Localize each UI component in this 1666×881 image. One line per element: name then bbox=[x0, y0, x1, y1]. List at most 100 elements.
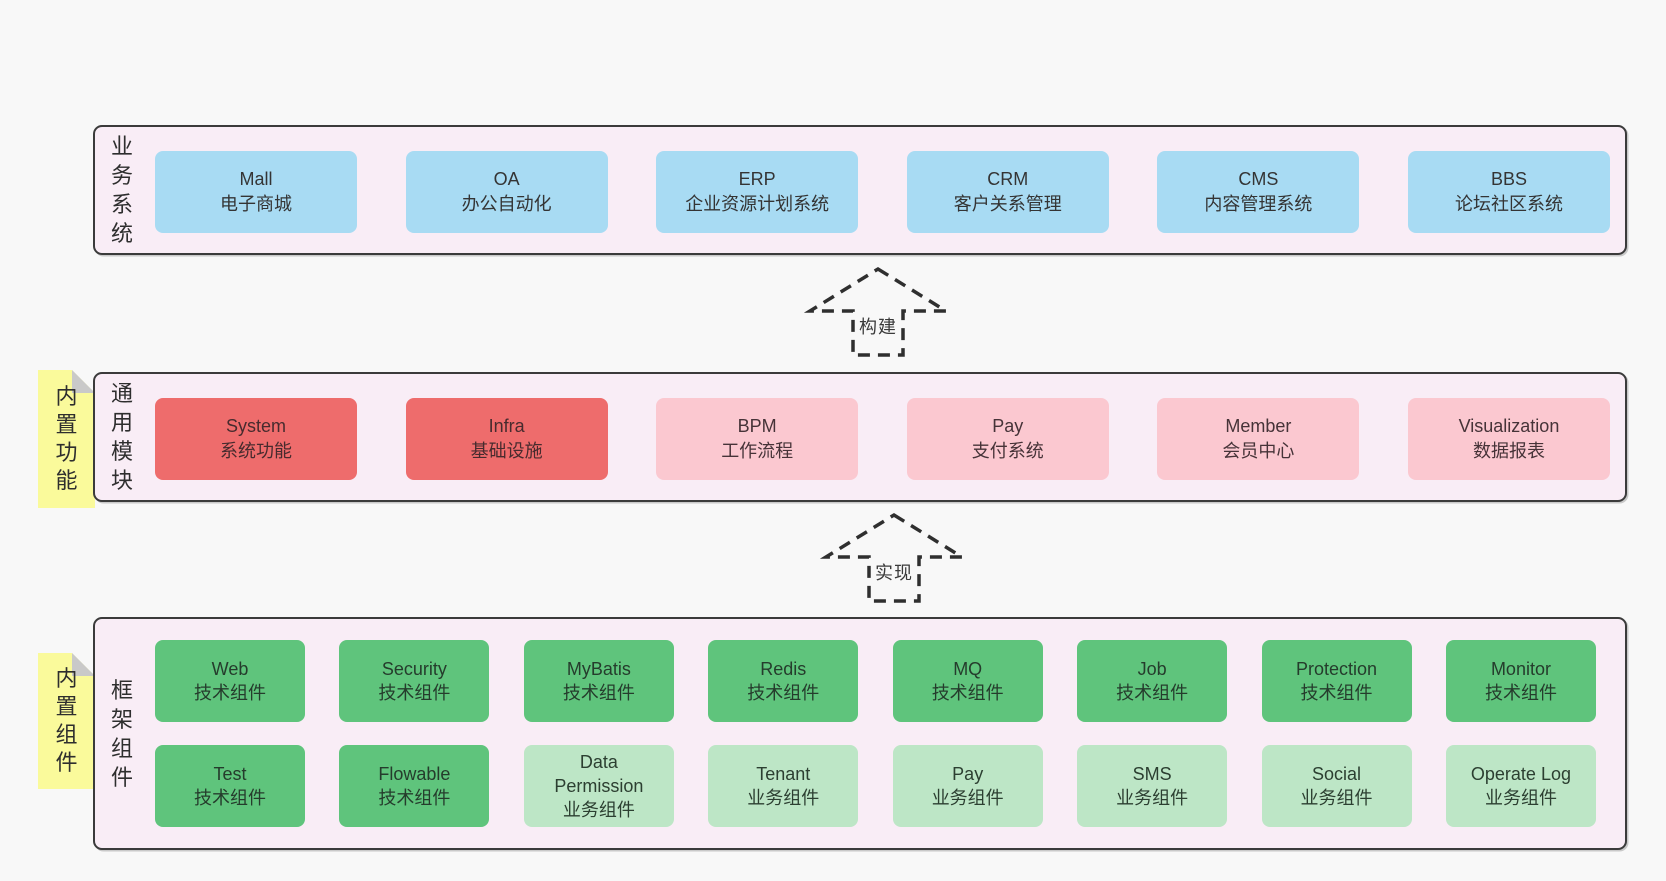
component-desc: 电子商城 bbox=[220, 194, 292, 214]
component-name: OA bbox=[493, 169, 520, 189]
band-modules-label-text: 通用模块 bbox=[110, 381, 133, 493]
component-desc: 系统功能 bbox=[220, 441, 292, 461]
dashed-up-arrow-icon bbox=[819, 512, 969, 603]
component-name: Mall bbox=[239, 169, 273, 189]
component-desc: 客户关系管理 bbox=[953, 194, 1062, 214]
implement-arrow-label: 实现 bbox=[875, 563, 913, 583]
component-desc: 业务组件 bbox=[747, 788, 820, 808]
component-name: Flowable bbox=[378, 764, 451, 784]
component-desc: 技术组件 bbox=[1484, 683, 1557, 703]
band-business-label: 业务系统 bbox=[108, 127, 136, 253]
component-box-social: Social 业务组件 bbox=[1261, 745, 1412, 827]
component-desc: 内容管理系统 bbox=[1204, 194, 1313, 214]
component-name: Infra bbox=[488, 416, 525, 436]
component-desc: 业务组件 bbox=[1300, 788, 1373, 808]
component-desc: 业务组件 bbox=[1484, 788, 1557, 808]
component-name: ERP bbox=[738, 169, 776, 189]
band-framework-label: 框架组件 bbox=[108, 619, 136, 848]
component-desc: 数据报表 bbox=[1472, 441, 1545, 461]
component-box-bbs: BBS 论坛社区系统 bbox=[1407, 151, 1610, 233]
component-box-crm: CRM 客户关系管理 bbox=[906, 151, 1109, 233]
component-desc: 会员中心 bbox=[1222, 441, 1295, 461]
component-box-pay: Pay 业务组件 bbox=[892, 745, 1043, 827]
component-name: Pay bbox=[952, 764, 984, 784]
component-desc: 论坛社区系统 bbox=[1454, 194, 1563, 214]
component-desc: 支付系统 bbox=[971, 441, 1044, 461]
component-desc: 工作流程 bbox=[721, 441, 794, 461]
component-desc: 业务组件 bbox=[562, 800, 635, 820]
component-box-mq: MQ 技术组件 bbox=[892, 640, 1043, 722]
component-name: CRM bbox=[987, 169, 1029, 189]
band-business-label-text: 业务系统 bbox=[110, 134, 133, 246]
component-desc: 技术组件 bbox=[931, 683, 1004, 703]
implement-arrow: 实现 bbox=[819, 512, 969, 604]
component-box-oa: OA 办公自动化 bbox=[405, 151, 608, 233]
component-name: Data Permission bbox=[554, 752, 644, 796]
component-box-flowable: Flowable 技术组件 bbox=[339, 745, 490, 827]
component-box-bpm: BPM 工作流程 bbox=[656, 398, 859, 480]
component-desc: 技术组件 bbox=[1116, 683, 1189, 703]
component-box-operate-log: Operate Log 业务组件 bbox=[1445, 745, 1596, 827]
component-box-job: Job 技术组件 bbox=[1077, 640, 1228, 722]
component-box-monitor: Monitor 技术组件 bbox=[1445, 640, 1596, 722]
dashed-up-arrow-icon bbox=[803, 266, 953, 357]
component-name: Job bbox=[1137, 659, 1167, 679]
component-name: Visualization bbox=[1458, 416, 1560, 436]
band-business-systems: 业务系统 Mall 电子商城 OA 办公自动化 ERP 企业资源计划系统 CRM 客户关系管理… bbox=[93, 125, 1627, 255]
component-name: Social bbox=[1312, 764, 1362, 784]
component-box-pay: Pay 支付系统 bbox=[906, 398, 1109, 480]
build-arrow: 构建 bbox=[803, 266, 953, 358]
component-name: SMS bbox=[1132, 764, 1172, 784]
component-box-mybatis: MyBatis 技术组件 bbox=[523, 640, 674, 722]
component-desc: 技术组件 bbox=[747, 683, 820, 703]
component-name: BBS bbox=[1490, 169, 1527, 189]
component-name: Pay bbox=[992, 416, 1024, 436]
component-box-test: Test 技术组件 bbox=[155, 745, 305, 827]
sticky-note-built-in-components: 内置组件 bbox=[38, 653, 95, 789]
build-arrow-label: 构建 bbox=[859, 317, 897, 337]
component-desc: 技术组件 bbox=[194, 683, 266, 703]
band-modules-label: 通用模块 bbox=[108, 374, 136, 500]
sticky-note-label: 内置功能 bbox=[55, 384, 78, 493]
component-name: Protection bbox=[1296, 659, 1378, 679]
component-box-mall: Mall 电子商城 bbox=[155, 151, 357, 233]
component-box-erp: ERP 企业资源计划系统 bbox=[656, 151, 859, 233]
band-framework-label-text: 框架组件 bbox=[110, 677, 133, 790]
component-box-redis: Redis 技术组件 bbox=[708, 640, 859, 722]
component-name: Security bbox=[381, 659, 447, 679]
component-name: MyBatis bbox=[566, 659, 631, 679]
sticky-note-text-wrap: 内置功能 bbox=[38, 370, 95, 508]
component-desc: 技术组件 bbox=[378, 788, 451, 808]
component-name: BPM bbox=[737, 416, 777, 436]
component-desc: 办公自动化 bbox=[461, 194, 552, 214]
component-name: CMS bbox=[1238, 169, 1279, 189]
component-name: MQ bbox=[953, 659, 983, 679]
component-name: Monitor bbox=[1490, 659, 1551, 679]
component-name: System bbox=[225, 416, 286, 436]
component-box-visualization: Visualization 数据报表 bbox=[1407, 398, 1610, 480]
component-desc: 技术组件 bbox=[562, 683, 635, 703]
sticky-note-label: 内置组件 bbox=[55, 666, 78, 775]
component-desc: 企业资源计划系统 bbox=[685, 194, 830, 214]
component-name: Test bbox=[213, 764, 247, 784]
component-desc: 技术组件 bbox=[194, 788, 266, 808]
sticky-note-paper bbox=[38, 370, 95, 508]
component-name: Tenant bbox=[756, 764, 811, 784]
component-box-tenant: Tenant 业务组件 bbox=[708, 745, 859, 827]
component-name: Member bbox=[1225, 416, 1292, 436]
component-box-data-permission: Data Permission 业务组件 bbox=[523, 745, 674, 827]
component-name: Operate Log bbox=[1470, 764, 1571, 784]
component-desc: 业务组件 bbox=[931, 788, 1004, 808]
component-name: Redis bbox=[760, 659, 807, 679]
